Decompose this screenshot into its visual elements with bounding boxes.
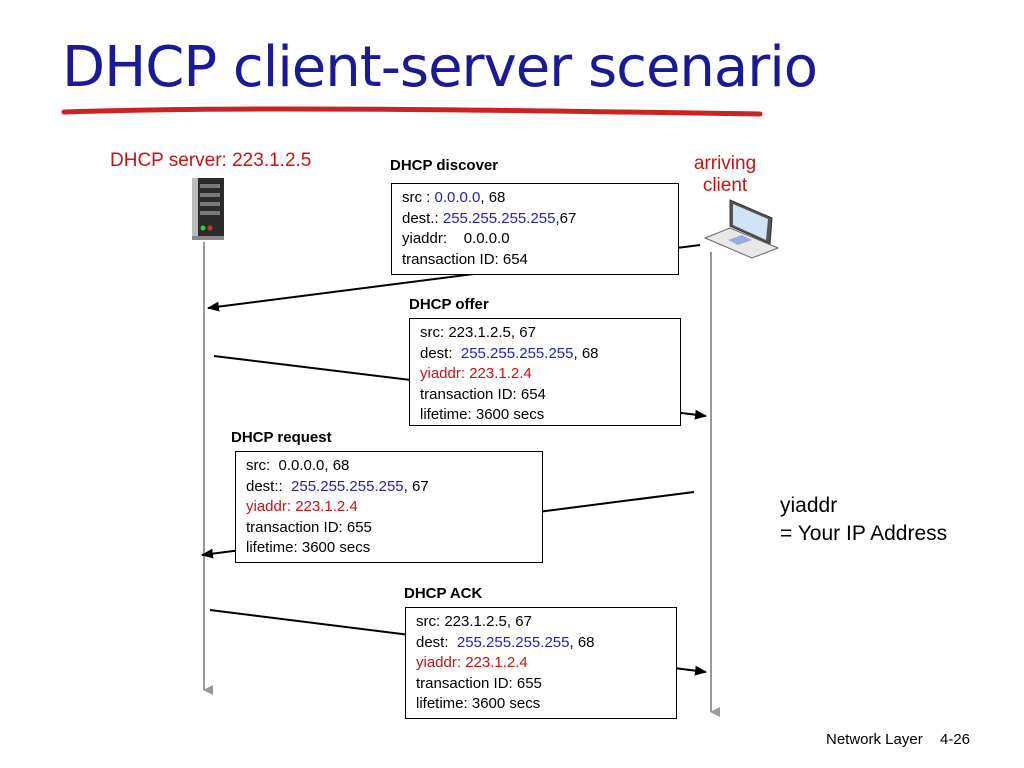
request-src: src: 0.0.0.0, 68 xyxy=(246,457,350,474)
request-title: DHCP request xyxy=(231,429,332,446)
slide-title: DHCP client-server scenario xyxy=(62,35,818,100)
ack-transaction: transaction ID: 655 xyxy=(416,674,542,692)
client-label-line1: arriving xyxy=(693,153,757,174)
offer-message-box: src: 223.1.2.5, 67 dest: 255.255.255.255… xyxy=(409,318,681,426)
request-lifetime: lifetime: 3600 secs xyxy=(246,539,371,556)
ack-src: src: 223.1.2.5, 67 xyxy=(416,613,532,630)
discover-src: src : 0.0.0.0, 68 xyxy=(402,189,506,206)
offer-title: DHCP offer xyxy=(409,296,489,313)
request-dest: dest:: 255.255.255.255, 67 xyxy=(246,477,429,495)
offer-lifetime: lifetime: 3600 secs xyxy=(420,406,545,423)
offer-yiaddr: yiaddr: 223.1.2.4 xyxy=(420,365,532,382)
client-label: arriving client xyxy=(660,153,790,197)
ack-message-box: src: 223.1.2.5, 67 dest: 255.255.255.255… xyxy=(405,607,677,719)
ack-yiaddr: yiaddr: 223.1.2.4 xyxy=(416,654,528,671)
server-icon xyxy=(192,178,224,240)
offer-transaction: transaction ID: 654 xyxy=(420,385,546,403)
ack-lifetime: lifetime: 3600 secs xyxy=(416,695,541,712)
offer-dest: dest: 255.255.255.255, 68 xyxy=(420,344,599,362)
request-yiaddr: yiaddr: 223.1.2.4 xyxy=(246,498,358,515)
offer-src: src: 223.1.2.5, 67 xyxy=(420,324,536,341)
ack-title: DHCP ACK xyxy=(404,585,483,602)
request-transaction: transaction ID: 655 xyxy=(246,518,372,536)
discover-dest: dest.: 255.255.255.255,67 xyxy=(402,209,577,227)
discover-title: DHCP discover xyxy=(390,157,499,174)
ack-dest: dest: 255.255.255.255, 68 xyxy=(416,633,595,651)
yiaddr-note-line1: yiaddr xyxy=(780,494,838,517)
server-label: DHCP server: 223.1.2.5 xyxy=(110,150,312,171)
laptop-icon xyxy=(703,199,780,259)
request-message-box: src: 0.0.0.0, 68 dest:: 255.255.255.255,… xyxy=(235,451,543,563)
footer-label: Network Layer xyxy=(826,731,923,748)
discover-message-box: src : 0.0.0.0, 68 dest.: 255.255.255.255… xyxy=(391,183,679,275)
client-label-line2: client xyxy=(702,175,748,196)
discover-transaction: transaction ID: 654 xyxy=(402,250,528,268)
page-number: 4-26 xyxy=(940,731,971,748)
yiaddr-note-line2: = Your IP Address xyxy=(780,522,948,545)
yiaddr-note: yiaddr = Your IP Address xyxy=(780,492,947,548)
title-underline xyxy=(61,106,763,117)
discover-yiaddr: yiaddr: 0.0.0.0 xyxy=(402,230,510,247)
